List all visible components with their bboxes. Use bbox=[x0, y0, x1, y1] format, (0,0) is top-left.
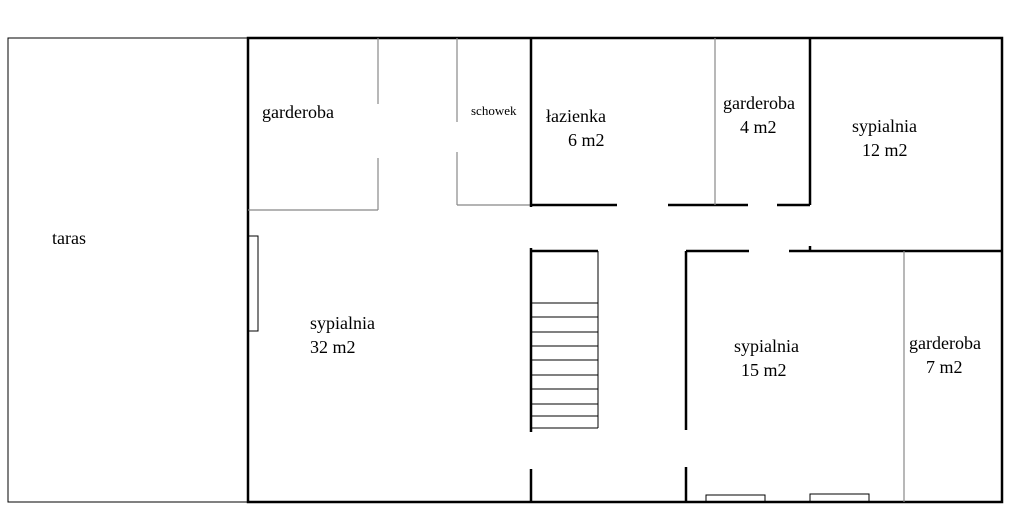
room-label-garderoba-left: garderoba bbox=[262, 102, 334, 122]
room-label-garderoba-7: garderoba bbox=[909, 333, 981, 353]
staircase bbox=[531, 251, 599, 429]
room-area-garderoba-7: 7 m2 bbox=[926, 357, 963, 377]
room-label-sypialnia-32: sypialnia bbox=[310, 313, 375, 333]
room-label-lazienka: łazienka bbox=[546, 106, 606, 126]
room-label-garderoba-4: garderoba bbox=[723, 93, 795, 113]
window-bottom-1 bbox=[705, 494, 766, 503]
window-left bbox=[247, 235, 259, 332]
room-area-garderoba-4: 4 m2 bbox=[740, 117, 777, 137]
room-label-sypialnia-12: sypialnia bbox=[852, 116, 917, 136]
house-outline bbox=[246, 36, 1004, 504]
room-label-schowek: schowek bbox=[471, 103, 517, 118]
room-area-sypialnia-15: 15 m2 bbox=[741, 360, 787, 380]
terrace-outline bbox=[7, 37, 249, 503]
room-area-sypialnia-32: 32 m2 bbox=[310, 337, 356, 357]
room-label-taras: taras bbox=[52, 228, 86, 248]
room-label-sypialnia-15: sypialnia bbox=[734, 336, 799, 356]
room-area-lazienka: 6 m2 bbox=[568, 130, 605, 150]
room-area-sypialnia-12: 12 m2 bbox=[862, 140, 908, 160]
interior-walls bbox=[248, 38, 1002, 502]
window-bottom-2 bbox=[809, 493, 870, 503]
